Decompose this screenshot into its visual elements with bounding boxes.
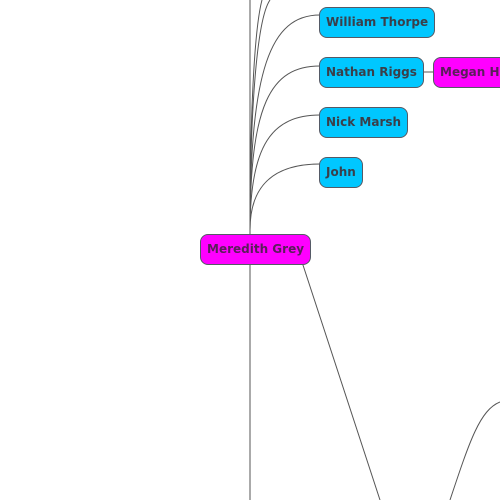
connector-bottom-right — [449, 401, 500, 500]
arrow-line-to-meredith — [301, 261, 381, 500]
node-nick-marsh[interactable]: Nick Marsh — [319, 107, 409, 138]
connector-nathan-riggs — [249, 65, 321, 231]
node-john[interactable]: John — [319, 157, 363, 188]
connector-top-offscreen-2 — [249, 0, 271, 231]
connector-william-thorpe — [249, 14, 321, 231]
node-meredith-grey[interactable]: Meredith Grey — [200, 234, 312, 265]
node-nathan-riggs[interactable]: Nathan Riggs — [319, 57, 424, 88]
connector-nick-marsh — [249, 114, 321, 231]
node-william-thorpe[interactable]: William Thorpe — [319, 7, 436, 38]
node-megan-hu[interactable]: Megan Hu — [433, 57, 500, 88]
connector-john — [249, 163, 321, 231]
